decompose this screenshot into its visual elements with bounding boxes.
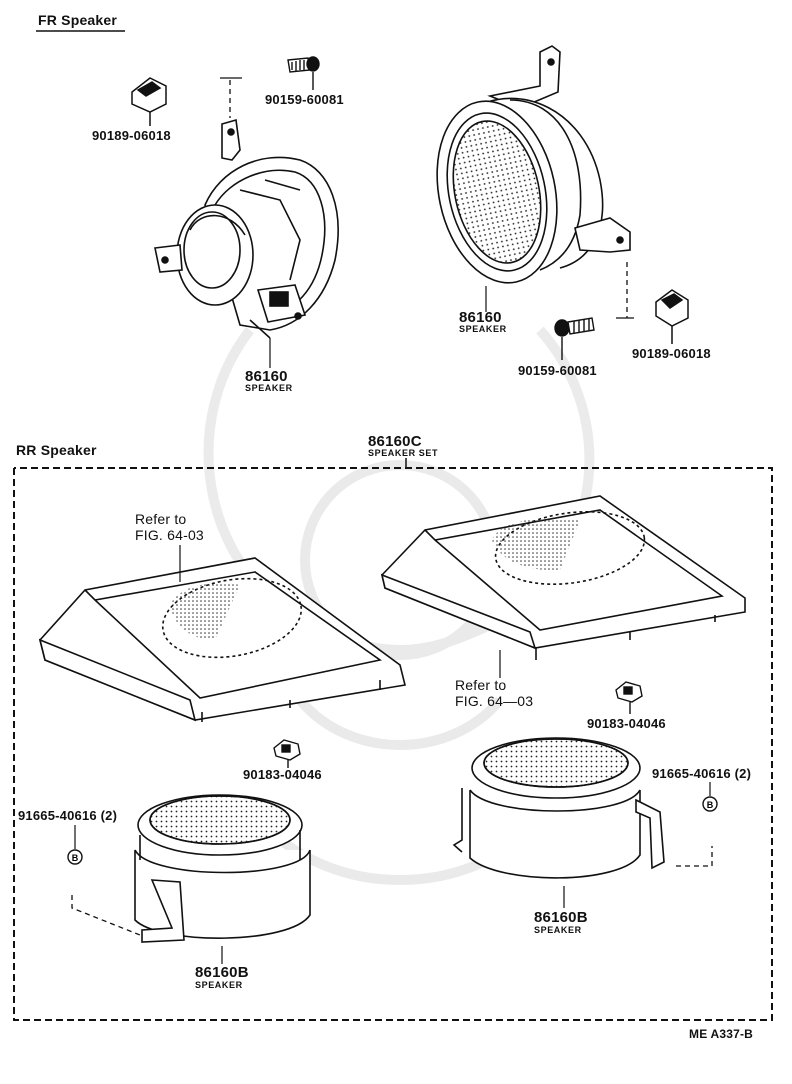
part-label-86160C: 86160C <box>368 433 422 450</box>
part-label-86160B-left: 86160B <box>195 964 249 981</box>
bolt-91665-left <box>67 849 83 865</box>
clip-90189-left <box>131 77 167 126</box>
speaker-86160B-left <box>134 794 311 943</box>
part-label-86160B-right: 86160B <box>534 909 588 926</box>
part-label-86160-left: 86160 <box>245 368 288 385</box>
refer-to-right-line1: Refer to <box>455 677 507 693</box>
svg-text:B: B <box>72 853 79 863</box>
part-label-90159-top: 90159-60081 <box>265 92 344 107</box>
speaker-86160B-right <box>452 737 665 879</box>
clip-90189-right <box>655 289 689 344</box>
screw-90159-top <box>287 56 320 90</box>
speaker-86160-right <box>436 45 631 284</box>
section-title-front: FR Speaker <box>38 12 118 28</box>
part-label-91665-right: 91665-40616 (2) <box>652 766 752 781</box>
part-sublabel-86160-left: SPEAKER <box>245 383 293 393</box>
part-label-86160-right: 86160 <box>459 309 502 326</box>
speaker-86160-left <box>154 118 339 339</box>
refer-to-left-line1: Refer to <box>135 511 187 527</box>
part-sublabel-86160B-right: SPEAKER <box>534 925 582 935</box>
nut-90183-left <box>273 739 301 768</box>
section-title-rear: RR Speaker <box>16 442 97 458</box>
speaker-cover-left <box>38 557 406 722</box>
nut-90183-right <box>615 681 643 714</box>
part-label-90183-right: 90183-04046 <box>587 716 666 731</box>
speaker-cover-right <box>380 495 746 660</box>
part-sublabel-86160C: SPEAKER SET <box>368 448 439 458</box>
part-label-90183-left: 90183-04046 <box>243 767 322 782</box>
part-label-91665-left: 91665-40616 (2) <box>18 808 118 823</box>
part-label-90159-bottom: 90159-60081 <box>518 363 597 378</box>
refer-to-right-line2: FIG. 64—03 <box>455 693 534 709</box>
part-label-90189-right: 90189-06018 <box>632 346 711 361</box>
bolt-91665-right <box>702 796 718 812</box>
screw-90159-bottom <box>554 317 595 360</box>
part-sublabel-86160B-left: SPEAKER <box>195 980 243 990</box>
rear-speaker-set-frame <box>13 467 773 1021</box>
part-sublabel-86160-right: SPEAKER <box>459 324 507 334</box>
part-label-90189-left: 90189-06018 <box>92 128 171 143</box>
svg-text:B: B <box>707 800 714 810</box>
refer-to-left-line2: FIG. 64-03 <box>135 527 204 543</box>
figure-code: ME A337-B <box>689 1027 754 1041</box>
